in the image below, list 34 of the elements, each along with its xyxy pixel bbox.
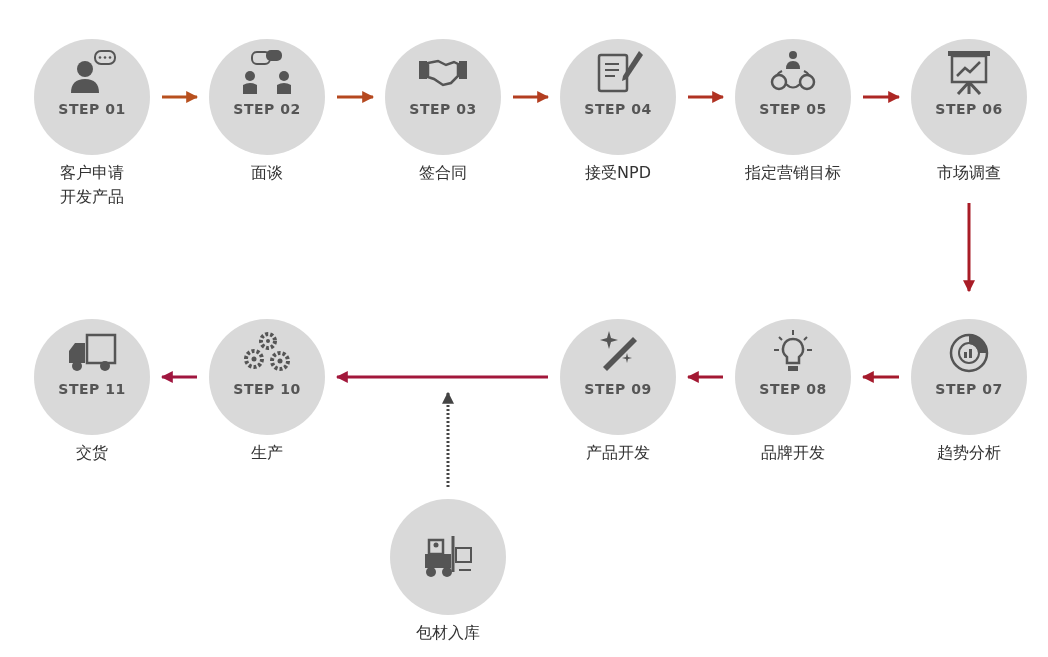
step-label: STEP 04 bbox=[583, 101, 653, 117]
arrow bbox=[335, 371, 548, 383]
step-label: STEP 09 bbox=[583, 381, 653, 397]
step-caption: 趋势分析 bbox=[937, 442, 1001, 464]
step-caption: 签合同 bbox=[419, 162, 467, 184]
step-caption: 接受NPD bbox=[585, 162, 651, 184]
step-label: STEP 11 bbox=[57, 381, 127, 397]
arrow bbox=[688, 91, 725, 103]
arrow bbox=[337, 91, 375, 103]
step-label: STEP 03 bbox=[408, 101, 478, 117]
step-label: STEP 10 bbox=[232, 381, 302, 397]
arrow bbox=[513, 91, 550, 103]
step-caption: 包材入库 bbox=[416, 622, 480, 644]
dotted-arrow bbox=[442, 391, 454, 487]
step-caption: 指定营销目标 bbox=[745, 162, 841, 184]
step-caption: 交货 bbox=[76, 442, 108, 464]
step-label: STEP 02 bbox=[232, 101, 302, 117]
arrow bbox=[863, 91, 901, 103]
step-label: STEP 05 bbox=[758, 101, 828, 117]
arrow bbox=[861, 371, 899, 383]
step-caption: 品牌开发 bbox=[761, 442, 825, 464]
step-caption: 市场调查 bbox=[937, 162, 1001, 184]
step-label: STEP 07 bbox=[934, 381, 1004, 397]
arrow bbox=[963, 203, 975, 293]
step-caption: 生产 bbox=[251, 442, 283, 464]
arrow bbox=[162, 91, 199, 103]
step-label: STEP 08 bbox=[758, 381, 828, 397]
step-label: STEP 06 bbox=[934, 101, 1004, 117]
step-caption: 产品开发 bbox=[586, 442, 650, 464]
step-label: STEP 01 bbox=[57, 101, 127, 117]
step-caption: 客户申请开发产品 bbox=[59, 162, 125, 208]
arrow bbox=[686, 371, 723, 383]
step-caption: 面谈 bbox=[251, 162, 283, 184]
arrow bbox=[160, 371, 197, 383]
